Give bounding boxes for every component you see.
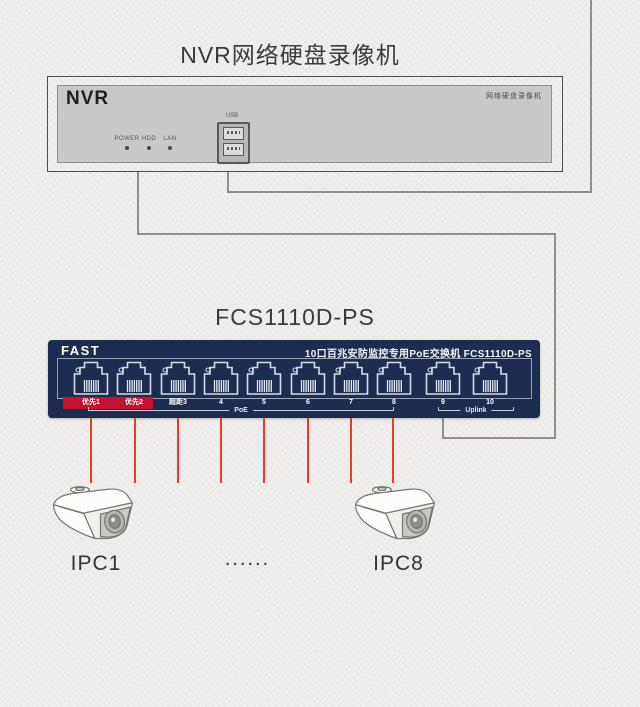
hdd-led-icon bbox=[147, 146, 151, 150]
ipc-camera-1-icon bbox=[52, 486, 133, 540]
nvr-led-hdd: HDD bbox=[135, 136, 163, 150]
usb-receptacle-icon bbox=[223, 127, 244, 140]
cameras-ellipsis: ...... bbox=[224, 548, 271, 570]
nvr-section-title: NVR网络硬盘录像机 bbox=[180, 42, 400, 68]
nvr-model-label: 网络硬盘录像机 bbox=[486, 93, 542, 100]
port-label-10: 10 bbox=[486, 399, 494, 406]
port-strip-frame bbox=[57, 358, 532, 399]
usb-receptacle-icon bbox=[223, 143, 244, 156]
lan-led-icon bbox=[168, 146, 172, 150]
port-label-3: 超距3 bbox=[169, 399, 187, 406]
poe-cable-4 bbox=[220, 418, 222, 483]
switch-section-title: FCS1110D-PS bbox=[215, 304, 375, 330]
uplink-cable-segment bbox=[442, 418, 444, 438]
rj45-port-6-icon bbox=[290, 361, 326, 395]
poe-cable-7 bbox=[350, 418, 352, 483]
nvr-device-panel bbox=[57, 85, 552, 163]
switch-model-header: 10口百兆安防监控专用PoE交换机 FCS1110D-PS bbox=[304, 349, 532, 360]
uplink-cable-segment bbox=[442, 437, 556, 439]
poe-cable-1 bbox=[90, 418, 92, 483]
rj45-port-3-icon bbox=[160, 361, 196, 395]
rj45-port-5-icon bbox=[246, 361, 282, 395]
uplink-group-label: Uplink bbox=[460, 407, 492, 415]
rj45-port-10-icon bbox=[472, 361, 508, 395]
nvr-led-hdd-label: HDD bbox=[141, 136, 157, 142]
ipc-camera-8-icon bbox=[354, 486, 435, 540]
port-label-7: 7 bbox=[349, 399, 353, 406]
nvr-led-power-label: POWER bbox=[114, 136, 140, 142]
wan-cable-segment bbox=[590, 0, 592, 192]
rj45-port-7-icon bbox=[333, 361, 369, 395]
uplink-group-bracket: Uplink bbox=[438, 407, 514, 415]
poe-group-label: PoE bbox=[229, 407, 253, 415]
poe-cable-2 bbox=[134, 418, 136, 483]
nvr-device-frame bbox=[47, 76, 563, 172]
priority-ports-highlight bbox=[63, 397, 153, 409]
port-label-9: 9 bbox=[441, 399, 445, 406]
usb-port-icon bbox=[217, 122, 250, 164]
fast-brand-logo: FAST bbox=[61, 343, 101, 358]
port-label-2: 优先2 bbox=[125, 399, 143, 406]
uplink-cable-segment bbox=[137, 171, 139, 234]
port-label-8: 8 bbox=[392, 399, 396, 406]
uplink-cable-segment bbox=[137, 233, 556, 235]
port-label-5: 5 bbox=[262, 399, 266, 406]
port-label-6: 6 bbox=[306, 399, 310, 406]
port-label-1: 优先1 bbox=[82, 399, 100, 406]
poe-cable-5 bbox=[263, 418, 265, 483]
nvr-led-lan: LAN bbox=[157, 136, 183, 150]
rj45-port-1-icon bbox=[73, 361, 109, 395]
rj45-port-8-icon bbox=[376, 361, 412, 395]
usb-port-label: USB bbox=[225, 113, 239, 119]
wan-cable-segment bbox=[227, 191, 592, 193]
nvr-led-power: POWER bbox=[109, 136, 145, 150]
port-label-4: 4 bbox=[219, 399, 223, 406]
power-led-icon bbox=[125, 146, 129, 150]
camera-label-ipc8: IPC8 bbox=[373, 552, 424, 575]
rj45-port-4-icon bbox=[203, 361, 239, 395]
poe-switch-device: FAST 10口百兆安防监控专用PoE交换机 FCS1110D-PS 优先1 优… bbox=[48, 340, 540, 418]
rj45-port-9-icon bbox=[425, 361, 461, 395]
wan-cable-segment bbox=[227, 171, 229, 192]
poe-group-bracket: PoE bbox=[88, 407, 394, 415]
camera-label-ipc1: IPC1 bbox=[70, 552, 122, 575]
poe-cable-6 bbox=[307, 418, 309, 483]
nvr-brand-label: NVR bbox=[66, 88, 110, 109]
nvr-led-lan-label: LAN bbox=[163, 136, 177, 142]
poe-cable-8 bbox=[392, 418, 394, 483]
uplink-cable-segment bbox=[554, 233, 556, 439]
poe-cable-3 bbox=[177, 418, 179, 483]
rj45-port-2-icon bbox=[116, 361, 152, 395]
